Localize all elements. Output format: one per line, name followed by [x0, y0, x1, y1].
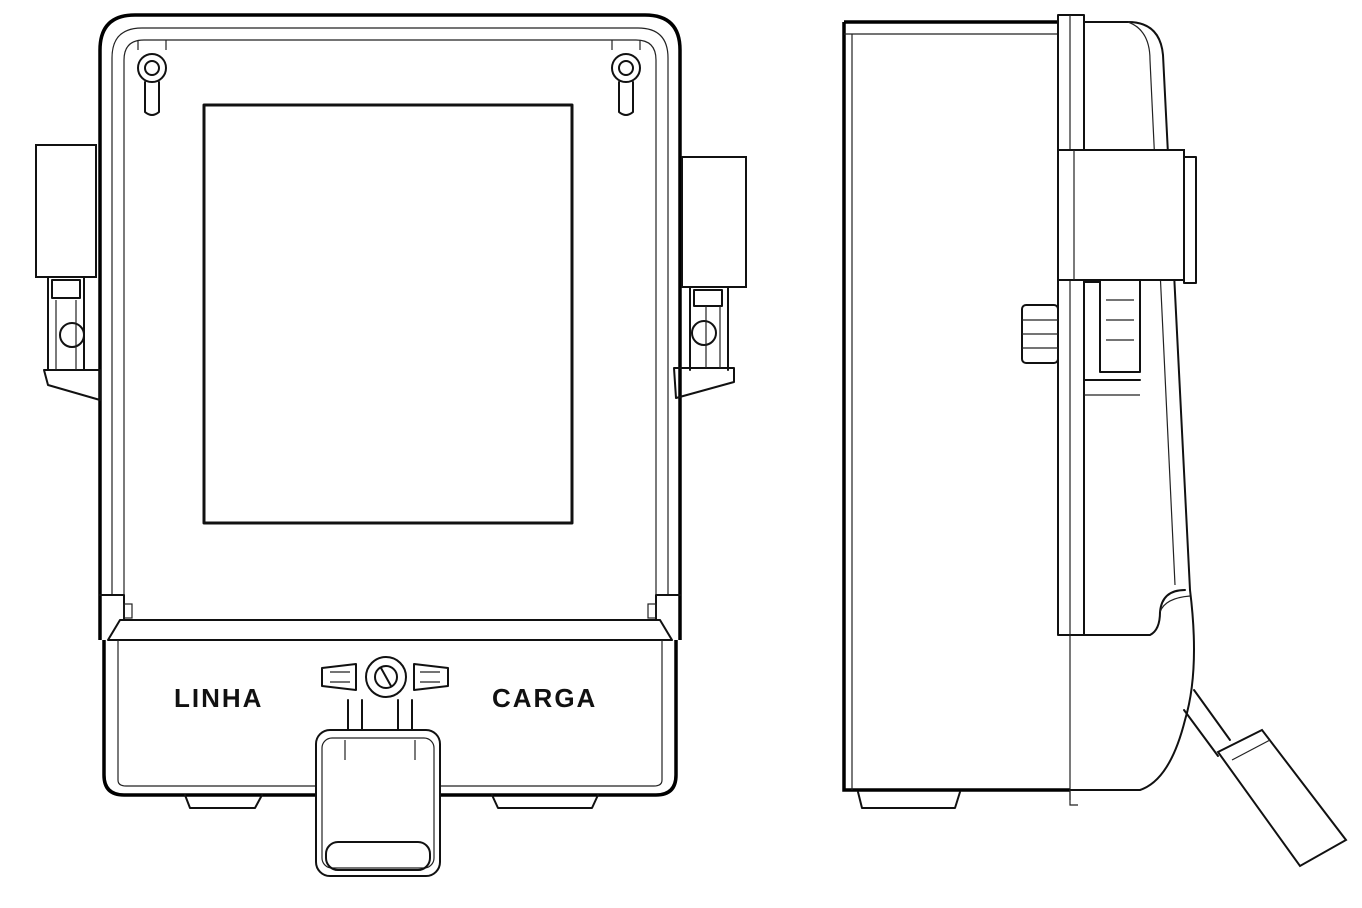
right-side-clamp — [673, 156, 747, 399]
side-clamp — [1057, 149, 1197, 396]
mounting-slot-left — [137, 40, 167, 116]
side-view — [842, 14, 1348, 868]
line-terminal-label: LINHA — [174, 683, 263, 713]
front-housing-outline — [98, 13, 682, 640]
left-side-clamp — [35, 144, 101, 401]
front-cover-profile — [1069, 21, 1195, 791]
mounting-plate — [1057, 14, 1085, 636]
padlock — [315, 699, 441, 877]
display-window — [202, 103, 574, 525]
front-housing-inner-outline — [111, 27, 669, 595]
front-view: LINHA CARGA — [35, 13, 747, 877]
seal-screw — [321, 656, 449, 698]
side-knob — [1021, 304, 1059, 364]
side-probe — [1183, 689, 1348, 868]
mounting-slot-right — [611, 40, 641, 116]
load-terminal-label: CARGA — [492, 683, 597, 713]
side-housing-outline — [842, 20, 1070, 792]
